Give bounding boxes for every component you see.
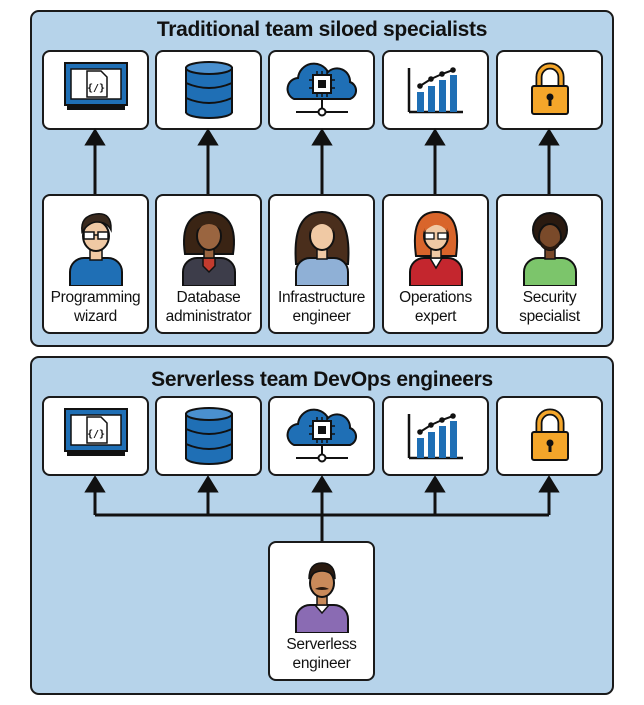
programming-wizard-card: Programming wizard — [42, 194, 149, 334]
serverless-engineer-label: Serverless engineer — [286, 636, 357, 672]
serverless-engineer-avatar — [294, 562, 349, 633]
infrastructure-engineer-avatar — [294, 210, 349, 286]
bar-chart-box-bottom — [382, 396, 489, 476]
bar-chart-icon — [407, 413, 463, 460]
serverless-engineer-card: Serverless engineer — [268, 541, 375, 681]
serverless-team-title: Serverless team DevOps engineers — [151, 368, 493, 391]
database-box — [155, 50, 262, 130]
operations-expert-avatar — [408, 210, 463, 286]
infrastructure-engineer-card: Infrastructure engineer — [268, 194, 375, 334]
dba-avatar — [181, 210, 236, 286]
padlock-icon — [530, 408, 569, 461]
security-specialist-avatar — [522, 212, 577, 286]
operations-expert-card: Operations expert — [382, 194, 489, 334]
padlock-box-bottom — [496, 396, 603, 476]
code-monitor-box: {/} — [42, 50, 149, 130]
bar-chart-icon — [407, 67, 463, 114]
infrastructure-engineer-label: Infrastructure engineer — [277, 289, 366, 325]
padlock-icon — [530, 62, 569, 115]
cloud-chip-box — [268, 50, 375, 130]
operations-expert-label: Operations expert — [399, 289, 472, 325]
cloud-chip-box-bottom — [268, 396, 375, 476]
svg-text:{/}: {/} — [86, 429, 104, 440]
programmer-avatar — [68, 213, 123, 286]
cloud-chip-icon — [286, 62, 357, 117]
code-monitor-icon: {/} — [63, 62, 128, 110]
database-box-bottom — [155, 396, 262, 476]
bar-chart-box — [382, 50, 489, 130]
svg-text:{/}: {/} — [86, 83, 104, 94]
security-specialist-label: Security specialist — [519, 289, 580, 325]
cloud-chip-icon — [286, 408, 357, 463]
database-administrator-label: Database administrator — [165, 289, 252, 325]
code-monitor-box-bottom: {/} — [42, 396, 149, 476]
padlock-box — [496, 50, 603, 130]
database-administrator-card: Database administrator — [155, 194, 262, 334]
code-monitor-icon: {/} — [63, 408, 128, 456]
database-icon — [184, 61, 233, 119]
database-icon — [184, 407, 233, 465]
programming-wizard-label: Programming wizard — [50, 289, 141, 325]
traditional-team-title: Traditional team siloed specialists — [156, 18, 488, 41]
security-specialist-card: Security specialist — [496, 194, 603, 334]
